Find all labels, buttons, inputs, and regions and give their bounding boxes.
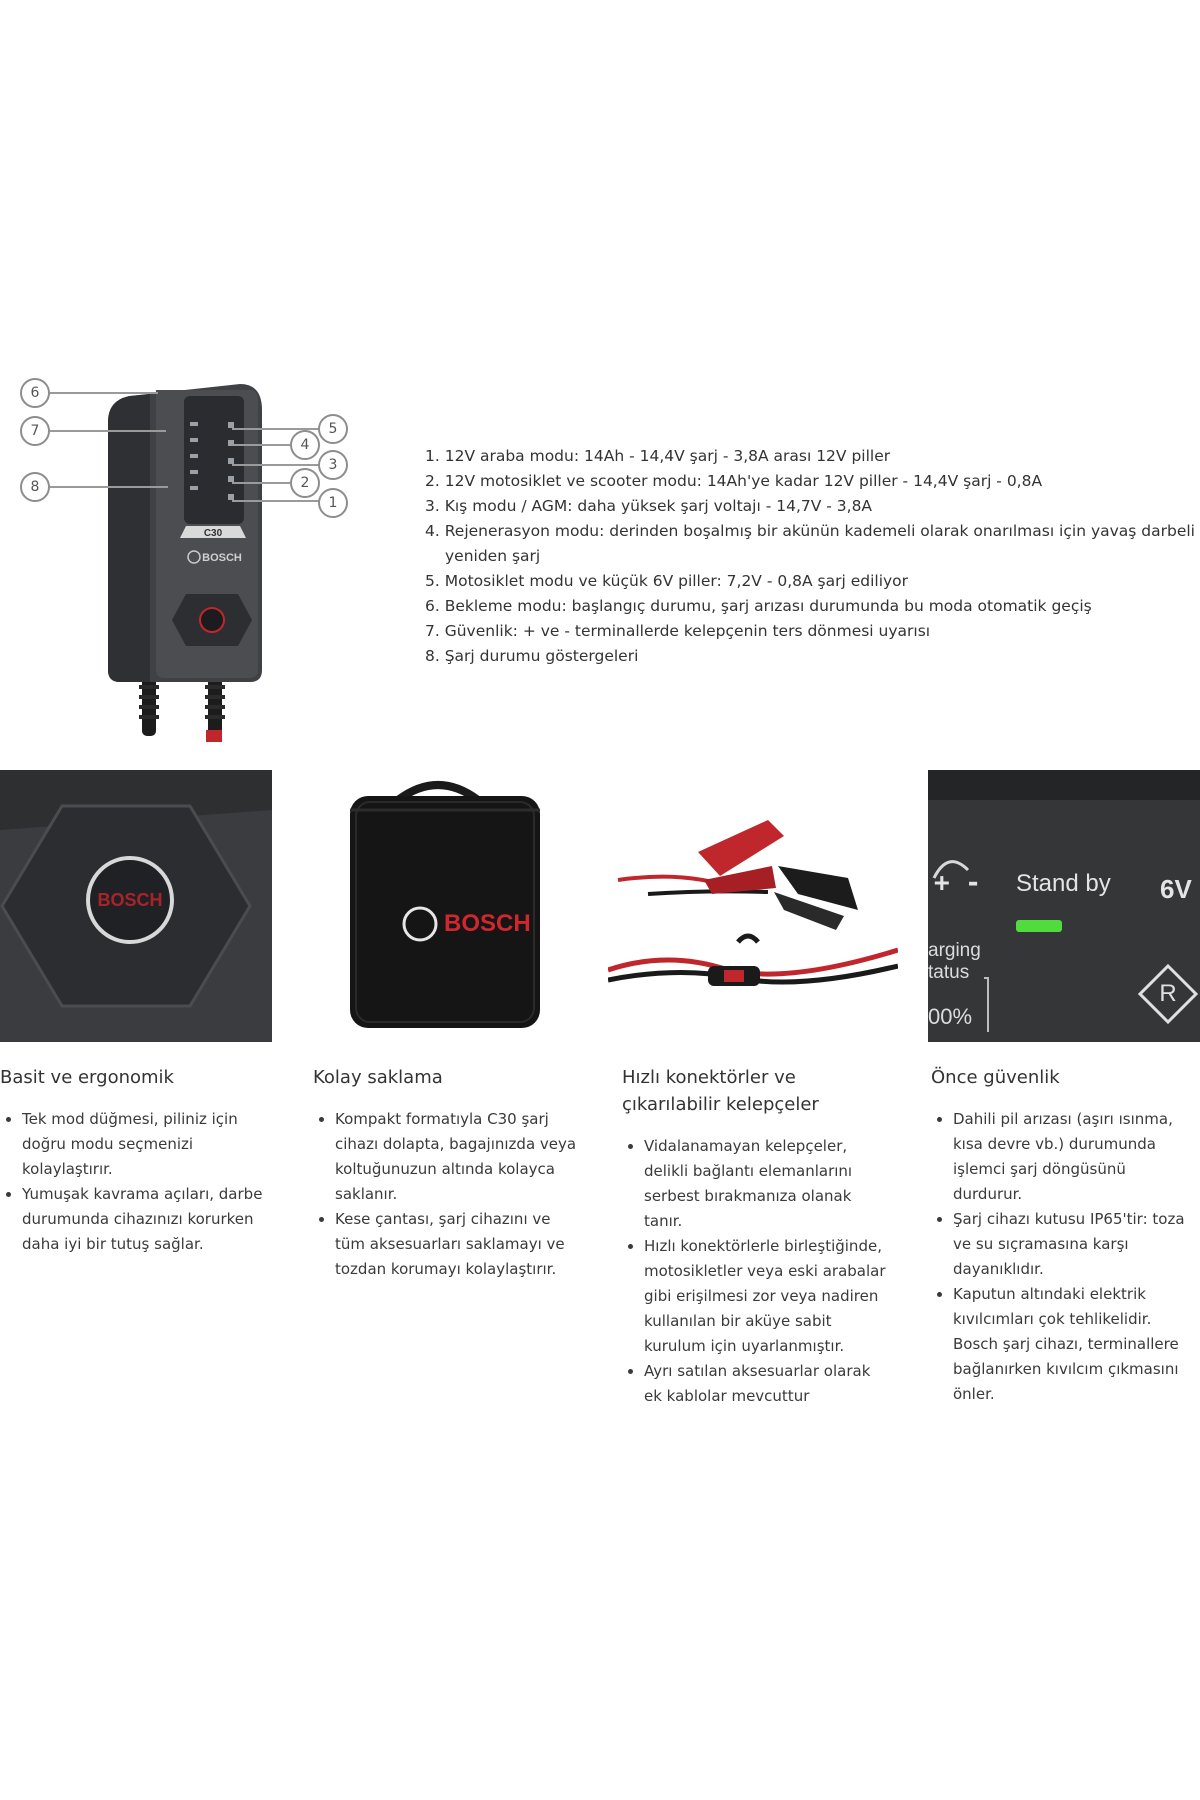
callout-8: 8 <box>20 472 50 502</box>
feature-bullet: Dahili pil arızası (aşırı ısınma, kısa d… <box>953 1107 1196 1207</box>
feature-bullet: Tek mod düğmesi, piliniz için doğru modu… <box>22 1107 272 1182</box>
status-label: tatus <box>928 962 970 983</box>
mode-item: 1. 12V araba modu: 14Ah - 14,4V şarj - 3… <box>425 447 891 465</box>
feature-bullets: Kompakt formatıyla C30 şarj cihazı dolap… <box>313 1107 583 1282</box>
charger-illustration: C30 BOSCH <box>108 384 262 742</box>
standby-label: Stand by <box>1016 870 1111 897</box>
callout-6: 6 <box>20 378 50 408</box>
callout-5: 5 <box>318 414 348 444</box>
callout-1: 1 <box>318 488 348 518</box>
feature-safety: Önce güvenlik Dahili pil arızası (aşırı … <box>931 1064 1196 1407</box>
bag-brand: BOSCH <box>444 910 531 937</box>
reverse-symbol: R <box>1159 980 1177 1007</box>
mode-item: 4. Rejenerasyon modu: derinden boşalmış … <box>425 522 1195 565</box>
charger-diagram: C30 BOSCH 6 7 8 5 4 3 2 1 <box>0 370 380 750</box>
feature-bullet: Ayrı satılan aksesuarlar olarak ek kablo… <box>644 1359 892 1409</box>
feature-bullet: Yumuşak kavrama açıları, darbe durumunda… <box>22 1182 272 1257</box>
mode-button-photo: BOSCH <box>0 770 272 1042</box>
feature-title: Basit ve ergonomik <box>0 1067 174 1088</box>
mode-item: 6. Bekleme modu: başlangıç durumu, şarj … <box>425 597 1092 615</box>
device-brand: BOSCH <box>202 552 242 564</box>
mode-item: 3. Kış modu / AGM: daha yüksek şarj volt… <box>425 497 873 515</box>
feature-connectors: Hızlı konektörler ve çıkarılabilir kelep… <box>622 1064 892 1409</box>
feature-bullet: Kese çantası, şarj cihazını ve tüm akses… <box>335 1207 583 1282</box>
feature-bullets: Tek mod düğmesi, piliniz için doğru modu… <box>0 1107 272 1257</box>
svg-text:C30: C30 <box>204 528 223 539</box>
feature-bullets: Dahili pil arızası (aşırı ısınma, kısa d… <box>931 1107 1196 1407</box>
clamps-photo <box>608 770 898 1042</box>
plus-minus-symbol: + - <box>934 868 981 898</box>
mode-item: 8. Şarj durumu göstergeleri <box>425 647 639 665</box>
mode-list: 1. 12V araba modu: 14Ah - 14,4V şarj - 3… <box>425 444 1195 669</box>
callout-2: 2 <box>290 468 320 498</box>
percent-label: 00% <box>928 1004 973 1029</box>
feature-title: Hızlı konektörler ve çıkarılabilir kelep… <box>622 1067 819 1115</box>
voltage-label: 6V <box>1160 874 1192 904</box>
callout-4: 4 <box>290 430 320 460</box>
feature-bullet: Şarj cihazı kutusu IP65'tir: toza ve su … <box>953 1207 1196 1282</box>
mode-item: 5. Motosiklet modu ve küçük 6V piller: 7… <box>425 572 909 590</box>
feature-bullet: Kompakt formatıyla C30 şarj cihazı dolap… <box>335 1107 583 1207</box>
feature-ergonomic: Basit ve ergonomik Tek mod düğmesi, pili… <box>0 1064 272 1257</box>
feature-title: Kolay saklama <box>313 1067 443 1088</box>
button-logo: BOSCH <box>97 890 163 910</box>
charging-label: arging <box>928 940 981 961</box>
standby-panel-photo: + - Stand by 6V arging tatus 00% R <box>928 770 1200 1042</box>
feature-bullet: Kaputun altındaki elektrik kıvılcımları … <box>953 1282 1196 1407</box>
mode-item: 7. Güvenlik: + ve - terminallerde kelepç… <box>425 622 931 640</box>
feature-title: Önce güvenlik <box>931 1067 1060 1088</box>
feature-bullets: Vidalanamayan kelepçeler, delikli bağlan… <box>622 1134 892 1409</box>
callout-3: 3 <box>318 450 348 480</box>
feature-storage: Kolay saklama Kompakt formatıyla C30 şar… <box>313 1064 583 1282</box>
feature-bullet: Hızlı konektörlerle birleştiğinde, motos… <box>644 1234 892 1359</box>
callout-7: 7 <box>20 416 50 446</box>
feature-bullet: Vidalanamayan kelepçeler, delikli bağlan… <box>644 1134 892 1234</box>
storage-bag-photo: BOSCH <box>302 770 574 1042</box>
mode-item: 2. 12V motosiklet ve scooter modu: 14Ah'… <box>425 472 1043 490</box>
